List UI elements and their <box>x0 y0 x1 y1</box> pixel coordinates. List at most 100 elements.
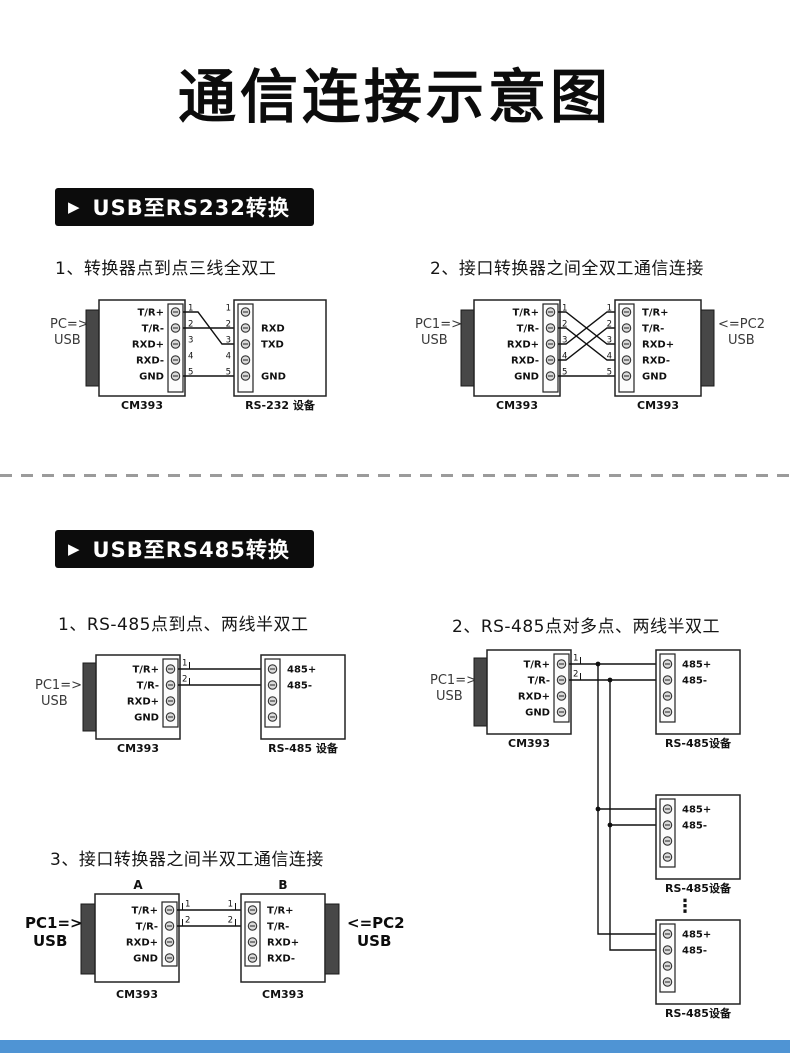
terminal-block <box>162 658 179 728</box>
section-header-rs485-label: USB至RS485转换 <box>92 538 290 562</box>
pin-label: 485+ <box>682 805 711 816</box>
screw-terminal-icon <box>267 664 278 674</box>
terminal-block <box>659 798 676 868</box>
pin-label: 485- <box>682 821 707 832</box>
pc1-label: PC1=> <box>35 678 82 693</box>
screw-terminal-icon <box>165 712 176 722</box>
screw-terminal-icon <box>545 371 556 381</box>
junction-dot <box>595 661 601 667</box>
screw-terminal-icon <box>170 355 181 365</box>
diagram-rs485-p2p: PC1=> USB T/R+ T/R- RXD+ GND 1 2 485+ 48… <box>35 654 346 755</box>
pin-label: 485+ <box>287 665 316 676</box>
pin-label: T/R- <box>137 681 159 692</box>
usb-label: USB <box>436 689 463 704</box>
screw-terminal-icon <box>240 371 251 381</box>
caption-rs485-2: 2、RS-485点对多点、两线半双工 <box>452 617 721 637</box>
caption-rs232-1: 1、转换器点到点三线全双工 <box>55 259 277 279</box>
wire <box>558 327 615 361</box>
pin-label: T/R- <box>136 922 158 933</box>
terminal-block <box>244 901 261 967</box>
pin-label: T/R+ <box>642 308 669 319</box>
wire-number: 3 <box>188 336 193 346</box>
screw-terminal-icon <box>621 307 632 317</box>
wire-number: 3 <box>562 336 567 346</box>
usb-plug <box>700 309 715 387</box>
section-header-rs232: ▶ USB至RS232转换 <box>55 188 314 226</box>
module-name: CM393 <box>262 988 304 1001</box>
pin-label: RXD+ <box>507 340 539 351</box>
screw-terminal-icon <box>662 675 673 685</box>
terminal-block <box>553 653 570 723</box>
play-icon: ▶ <box>68 197 80 216</box>
pc-label: PC=> <box>50 317 89 332</box>
wire-number: 1 <box>607 304 612 314</box>
wire-number: 5 <box>188 368 193 378</box>
pin-label: T/R+ <box>131 906 158 917</box>
pin-label: 485- <box>287 681 312 692</box>
screw-terminal-icon <box>267 696 278 706</box>
ellipsis-dots: ⋮ <box>676 896 694 917</box>
junction-dot <box>607 822 613 828</box>
diagram-usb-rs232-p2p: PC=> USB T/R+ T/R- RXD+ RXD- GND 1 2 3 4… <box>50 299 327 412</box>
screw-terminal-icon <box>240 355 251 365</box>
screw-terminal-icon <box>556 675 567 685</box>
screw-terminal-icon <box>556 691 567 701</box>
footer-bar <box>0 1040 790 1053</box>
screw-terminal-icon <box>621 323 632 333</box>
screw-terminal-icon <box>621 339 632 349</box>
screw-terminal-icon <box>662 820 673 830</box>
play-icon: ▶ <box>68 539 80 558</box>
usb-plug <box>80 903 96 975</box>
screw-terminal-icon <box>545 355 556 365</box>
wire-number: 5 <box>562 368 567 378</box>
pin-label: GND <box>525 708 550 719</box>
wire-number: 1 <box>562 304 567 314</box>
pc2-label: <=PC2 <box>718 317 765 332</box>
device-name: RS-232 设备 <box>245 398 316 412</box>
wire-number: 2 <box>226 320 231 330</box>
device-name: RS-485设备 <box>665 1006 732 1020</box>
page-title: 通信连接示意图 <box>177 63 612 131</box>
screw-terminal-icon <box>662 945 673 955</box>
pin-label: RXD+ <box>642 340 674 351</box>
pin-label: GND <box>139 372 164 383</box>
pc1-label: PC1=> <box>25 914 83 932</box>
caption-rs232-2: 2、接口转换器之间全双工通信连接 <box>430 259 704 279</box>
screw-terminal-icon <box>247 937 258 947</box>
pin-label: GND <box>134 713 159 724</box>
pc2-label: <=PC2 <box>347 914 405 932</box>
wire-number: 2 <box>573 670 578 680</box>
screw-terminal-icon <box>170 339 181 349</box>
wire-number: 4 <box>226 352 231 362</box>
screw-terminal-icon <box>170 323 181 333</box>
diagram-rs485-multidrop: PC1=> USB T/R+ T/R- RXD+ GND 1 2 CM393 <box>430 649 741 1020</box>
screw-terminal-icon <box>662 977 673 987</box>
screw-terminal-icon <box>165 680 176 690</box>
screw-terminal-icon <box>170 307 181 317</box>
pin-label: RXD+ <box>127 697 159 708</box>
screw-terminal-icon <box>662 961 673 971</box>
pin-label: T/R- <box>642 324 664 335</box>
pc1-label: PC1=> <box>430 673 477 688</box>
device-name: RS-485 设备 <box>268 741 339 755</box>
pin-label: T/R- <box>517 324 539 335</box>
usb-label: USB <box>728 333 755 348</box>
pin-label: T/R+ <box>523 660 550 671</box>
wire-number: 5 <box>607 368 612 378</box>
caption-rs485-1: 1、RS-485点到点、两线半双工 <box>58 615 309 635</box>
device-name: RS-485设备 <box>665 881 732 895</box>
module-letter: B <box>278 878 287 892</box>
screw-terminal-icon <box>662 804 673 814</box>
terminal-block <box>264 658 281 728</box>
pin-label: 485- <box>682 676 707 687</box>
wire-number: 1 <box>228 900 233 910</box>
terminal-block <box>161 901 178 967</box>
usb-label: USB <box>421 333 448 348</box>
wire-number: 2 <box>182 675 187 685</box>
junction-dot <box>607 677 613 683</box>
screw-terminal-icon <box>164 953 175 963</box>
pin-label: RXD <box>261 324 285 335</box>
usb-plug <box>460 309 475 387</box>
pin-label: GND <box>514 372 539 383</box>
